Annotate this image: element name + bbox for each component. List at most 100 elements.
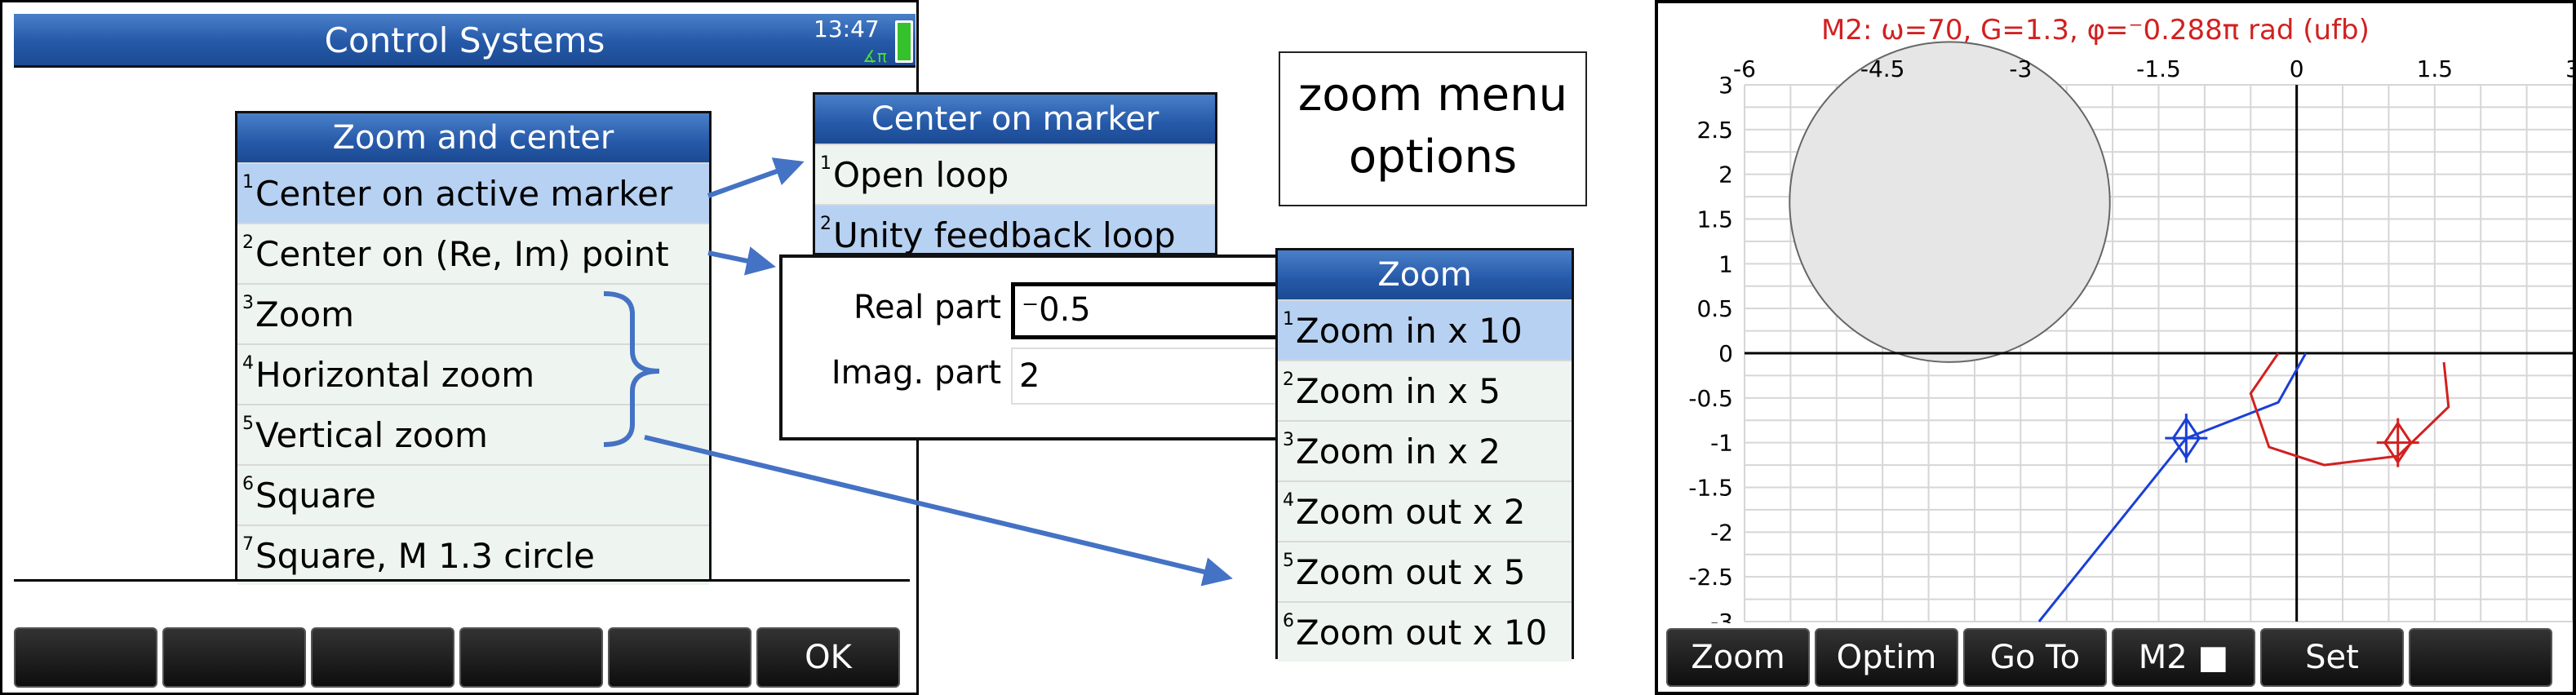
- series-0-curve: [2037, 352, 2308, 622]
- left-calculator-screen: Control Systems 13:47 ∡π Zoom and center…: [0, 0, 919, 695]
- y-tick-label: -3: [1710, 609, 1733, 623]
- item-label: Horizontal zoom: [255, 354, 535, 395]
- y-tick-label: -2: [1710, 519, 1733, 546]
- angle-mode-indicator: ∡π: [862, 46, 887, 66]
- y-tick-label: -1.5: [1688, 475, 1733, 502]
- plot-softkey-2[interactable]: Optim: [1815, 628, 1958, 687]
- real-part-label: Real part: [853, 289, 1001, 326]
- item-number: 2: [1283, 370, 1294, 390]
- y-tick-label: 1.5: [1696, 206, 1733, 233]
- battery-icon: [895, 20, 913, 63]
- item-number: 7: [242, 534, 254, 555]
- softkey-5[interactable]: [608, 627, 752, 688]
- annotation-line-1: zoom menu: [1297, 69, 1568, 122]
- x-tick-label: -3: [2009, 55, 2032, 82]
- item-number: 4: [1283, 490, 1294, 511]
- item-number: 2: [242, 232, 254, 253]
- app-title: Control Systems: [324, 20, 605, 60]
- plot-softkey-5[interactable]: Set: [2260, 628, 2404, 687]
- real-part-field[interactable]: ⁻0.5: [1011, 282, 1288, 339]
- item-label: Zoom out x 2: [1296, 491, 1526, 532]
- right-calculator-screen: -6-4.5-3-1.501.5332.521.510.50-0.5-1-1.5…: [1655, 0, 2576, 695]
- y-tick-label: 2: [1718, 162, 1733, 188]
- softkey-3[interactable]: [311, 627, 454, 688]
- item-label: Zoom in x 2: [1296, 431, 1501, 471]
- menu-title: Zoom and center: [237, 113, 709, 162]
- x-tick-label: 1.5: [2417, 55, 2454, 82]
- annotation-line-2: options: [1348, 131, 1518, 184]
- imag-part-label: Imag. part: [831, 354, 1001, 392]
- item-number: 2: [820, 214, 831, 234]
- softkey-1[interactable]: [14, 627, 157, 688]
- y-tick-label: -2.5: [1688, 564, 1733, 591]
- series-1-curve: [2249, 352, 2450, 467]
- item-label: Zoom in x 5: [1296, 370, 1501, 411]
- nyquist-plot[interactable]: -6-4.5-3-1.501.5332.521.510.50-0.5-1-1.5…: [1658, 3, 2573, 623]
- y-tick-label: 0.5: [1696, 295, 1733, 322]
- y-tick-label: 1: [1718, 250, 1733, 277]
- marker-1[interactable]: [2165, 414, 2208, 463]
- x-tick-label: -1.5: [2136, 55, 2181, 82]
- plot-softkey-1[interactable]: Zoom: [1666, 628, 1810, 687]
- item-label: Center on active marker: [255, 173, 673, 214]
- item-number: 6: [1283, 611, 1294, 631]
- clock: 13:47: [814, 15, 880, 42]
- item-label: Unity feedback loop: [833, 215, 1176, 255]
- re-im-point-dialog: Real part ⁻0.5 Imag. part 2: [779, 255, 1288, 440]
- marker-2[interactable]: [2376, 418, 2419, 467]
- imag-part-field[interactable]: 2: [1011, 348, 1288, 405]
- menu-title: Center on marker: [815, 95, 1215, 144]
- divider: [14, 579, 910, 582]
- item-number: 5: [242, 414, 254, 434]
- plot-softkey-6[interactable]: [2409, 628, 2552, 687]
- item-number: 3: [1283, 430, 1294, 450]
- item-label: Square, M 1.3 circle: [255, 535, 596, 576]
- annotation-box: zoom menu options: [1279, 51, 1587, 206]
- item-number: 3: [242, 293, 254, 313]
- item-number: 4: [242, 353, 254, 374]
- item-label: Zoom: [255, 294, 355, 334]
- softkey-4[interactable]: [459, 627, 603, 688]
- item-label: Zoom in x 10: [1296, 310, 1523, 351]
- title-bar: Control Systems 13:47 ∡π: [14, 14, 916, 68]
- item-label: Zoom out x 5: [1296, 551, 1526, 592]
- plot-softkey-3[interactable]: Go To: [1963, 628, 2107, 687]
- x-tick-label: 0: [2290, 55, 2304, 82]
- plot-softkey-4[interactable]: M2 ■: [2112, 628, 2255, 687]
- item-number: 5: [1283, 551, 1294, 571]
- item-label: Square: [255, 475, 376, 516]
- x-tick-label: 3: [2565, 55, 2573, 82]
- plot-header: M2: ω=70, G=1.3, φ=⁻0.288π rad (ufb): [1821, 14, 2370, 46]
- annotation-text: zoom menu options: [1280, 64, 1585, 188]
- softkey-2[interactable]: [162, 627, 306, 688]
- x-tick-label: -4.5: [1860, 55, 1905, 82]
- item-number: 1: [242, 172, 254, 193]
- menu-title: Zoom: [1278, 250, 1572, 299]
- item-label: Zoom out x 10: [1296, 612, 1548, 653]
- item-label: Open loop: [833, 154, 1009, 195]
- item-label: Vertical zoom: [255, 414, 488, 455]
- item-number: 1: [820, 153, 831, 174]
- ok-softkey[interactable]: OK: [756, 627, 900, 688]
